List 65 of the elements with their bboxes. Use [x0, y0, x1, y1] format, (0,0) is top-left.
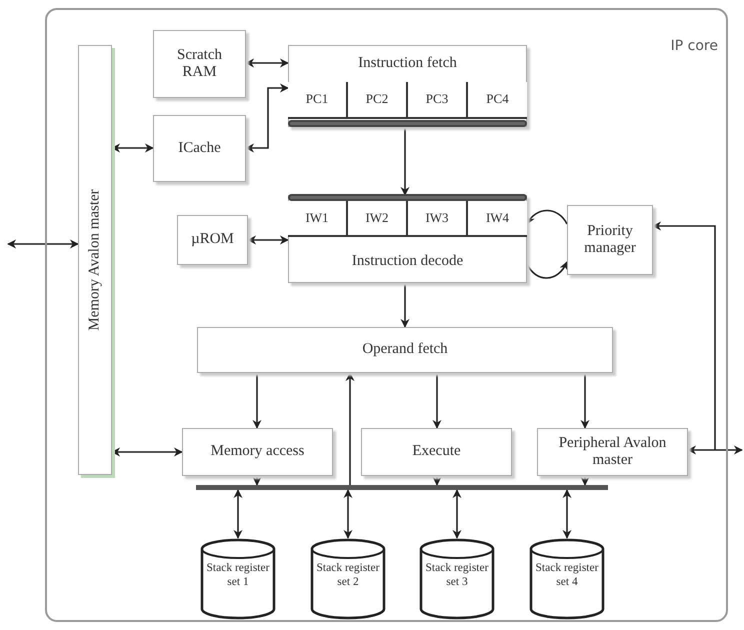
- block-label: Execute: [412, 443, 461, 461]
- register-bus-bar: [196, 485, 608, 490]
- register-cell: [348, 82, 408, 119]
- register-set-label: Stack register set 2: [316, 562, 380, 590]
- stage-label: Instruction fetch: [357, 55, 458, 72]
- register-name: PC3: [426, 92, 448, 107]
- register-name: IW4: [486, 210, 510, 226]
- register-name: PC1: [306, 92, 328, 107]
- core-boundary: [45, 8, 728, 622]
- arrow: [652, 222, 716, 450]
- manager-box: [567, 205, 653, 275]
- arrow: [400, 127, 410, 196]
- block-label: Peripheral Avalon master: [558, 434, 668, 470]
- bus-master-bar: [78, 45, 112, 475]
- cache-box: [153, 115, 246, 182]
- arrow: [580, 476, 590, 486]
- register-set-label: Stack register set 1: [206, 562, 270, 590]
- arrow: [687, 446, 743, 454]
- stage-box: [197, 327, 613, 373]
- register-cell: [408, 82, 468, 119]
- stage-box: [182, 428, 333, 476]
- arrow: [562, 489, 572, 539]
- bus-master-box: [537, 428, 688, 476]
- register-name: PC2: [366, 92, 388, 107]
- block-label: ICache: [178, 140, 221, 158]
- arrow: [245, 84, 289, 152]
- arrow: [234, 489, 242, 539]
- arrow: [247, 236, 289, 244]
- block-label: Operand fetch: [362, 341, 448, 359]
- arrow: [452, 489, 462, 539]
- register-cell: [348, 201, 408, 237]
- arrow: [432, 476, 442, 486]
- arrow: [252, 373, 262, 429]
- register-name: IW2: [365, 210, 389, 226]
- arrow: [245, 58, 289, 68]
- register-cell: [408, 201, 468, 237]
- register-set-label: Stack register set 4: [535, 562, 599, 590]
- register-set-label: Stack register set 3: [425, 562, 489, 590]
- register-cell: [288, 201, 348, 237]
- block-label: Memory access: [210, 443, 304, 461]
- vertical-label: Memory Avalon master: [86, 189, 104, 331]
- arrow: [400, 283, 410, 328]
- arrow: [432, 373, 442, 429]
- register-cell: [468, 201, 527, 237]
- core-label: IP core: [670, 38, 718, 55]
- block-label: Priority manager: [583, 222, 637, 258]
- arrow: [526, 261, 568, 279]
- arrow: [344, 489, 352, 539]
- memory-box: [153, 30, 246, 98]
- block-label: µROM: [191, 231, 234, 249]
- decode-stage-box: [288, 195, 527, 283]
- arrow: [580, 373, 590, 429]
- register-name: IW1: [305, 210, 329, 226]
- rom-box: [177, 215, 248, 265]
- fetch-stage-box: [288, 45, 527, 127]
- block-label: Scratch RAM: [176, 46, 223, 82]
- register-name: PC4: [486, 92, 509, 107]
- arrow: [252, 476, 262, 486]
- register-cell: [468, 82, 527, 119]
- stage-box: [361, 428, 512, 476]
- arrow: [346, 372, 354, 485]
- arrow: [526, 210, 568, 225]
- arrow: [7, 240, 79, 248]
- register-name: IW3: [425, 210, 449, 226]
- stage-label: Instruction decode: [350, 252, 464, 270]
